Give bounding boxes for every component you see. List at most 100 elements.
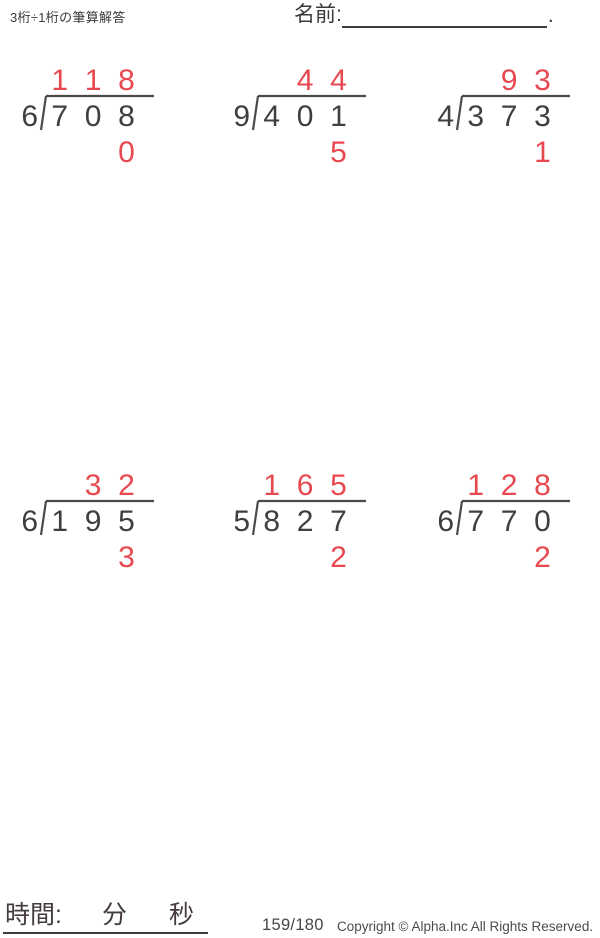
digit-cell — [459, 138, 492, 168]
time-field: 時間: 分 秒 — [3, 901, 208, 934]
digit-cell: 1 — [330, 100, 347, 133]
digit-cell: 1 — [84, 64, 102, 97]
copyright-text: Copyright © Alpha.Inc All Rights Reserve… — [337, 919, 594, 934]
digit-cell: 7 — [500, 505, 518, 538]
digit-cell: 1 — [467, 469, 485, 502]
digit-cell: 9 — [84, 505, 102, 538]
name-line-end: . — [547, 4, 554, 27]
digit-cell: 3 — [118, 541, 135, 574]
remainder-row: 1 — [459, 138, 559, 168]
name-underline — [341, 2, 547, 28]
division-bracket-icon — [251, 499, 366, 536]
digit-cell — [492, 543, 525, 573]
digit-cell: 0 — [118, 136, 135, 169]
digit-cell: 7 — [500, 100, 518, 133]
division-bracket-icon — [251, 94, 366, 131]
digit-cell: 1 — [534, 136, 551, 169]
digit-cell — [43, 543, 76, 573]
digit-cell: 6 — [296, 469, 314, 502]
digit-cell — [492, 138, 525, 168]
divisor: 6 — [437, 505, 454, 538]
divisor: 5 — [233, 505, 250, 538]
digit-cell: 4 — [263, 100, 281, 133]
digit-cell: 8 — [118, 64, 135, 97]
digit-cell — [288, 138, 321, 168]
digit-cell: 1 — [263, 469, 281, 502]
digit-cell: 8 — [263, 505, 281, 538]
digit-cell — [459, 66, 492, 96]
remainder-row: 2 — [255, 543, 355, 573]
digit-cell: 3 — [467, 100, 485, 133]
division-bracket-icon — [39, 499, 154, 536]
digit-cell — [76, 138, 109, 168]
digit-cell: 8 — [534, 469, 551, 502]
divisor: 6 — [21, 100, 38, 133]
remainder-row: 5 — [255, 138, 355, 168]
digit-cell: 9 — [500, 64, 518, 97]
division-bracket-icon — [39, 94, 154, 131]
remainder-row: 3 — [43, 543, 143, 573]
digit-cell — [288, 543, 321, 573]
digit-cell: 4 — [296, 64, 314, 97]
digit-cell: 8 — [118, 100, 135, 133]
name-field: 名前: . — [294, 2, 554, 28]
digit-cell: 5 — [118, 505, 135, 538]
digit-cell: 2 — [296, 505, 314, 538]
digit-cell — [43, 138, 76, 168]
page-number: 159/180 — [262, 916, 324, 934]
digit-cell: 2 — [330, 541, 347, 574]
digit-cell: 0 — [534, 505, 551, 538]
digit-cell: 5 — [330, 469, 347, 502]
digit-cell: 4 — [330, 64, 347, 97]
division-bracket-icon — [455, 499, 570, 536]
digit-cell — [255, 66, 288, 96]
remainder-row: 0 — [43, 138, 143, 168]
digit-cell: 2 — [500, 469, 518, 502]
digit-cell: 5 — [330, 136, 347, 169]
division-bracket-icon — [455, 94, 570, 131]
divisor: 6 — [21, 505, 38, 538]
digit-cell: 7 — [330, 505, 347, 538]
minutes-label: 分 — [101, 901, 127, 929]
digit-cell — [255, 543, 288, 573]
digit-cell: 0 — [84, 100, 102, 133]
digit-cell — [255, 138, 288, 168]
name-label: 名前: — [294, 3, 342, 26]
divisor: 4 — [437, 100, 454, 133]
digit-cell: 3 — [84, 469, 102, 502]
divisor: 9 — [233, 100, 250, 133]
digit-cell: 0 — [296, 100, 314, 133]
digit-cell: 1 — [51, 505, 69, 538]
time-label: 時間: — [5, 901, 62, 929]
digit-cell: 3 — [534, 64, 551, 97]
digit-cell — [43, 471, 76, 501]
digit-cell: 2 — [534, 541, 551, 574]
seconds-label: 秒 — [168, 901, 194, 929]
page-title: 3桁÷1桁の筆算解答 — [10, 10, 126, 25]
digit-cell: 3 — [534, 100, 551, 133]
digit-cell — [459, 543, 492, 573]
digit-cell: 1 — [51, 64, 69, 97]
digit-cell — [76, 543, 109, 573]
remainder-row: 2 — [459, 543, 559, 573]
digit-cell: 2 — [118, 469, 135, 502]
